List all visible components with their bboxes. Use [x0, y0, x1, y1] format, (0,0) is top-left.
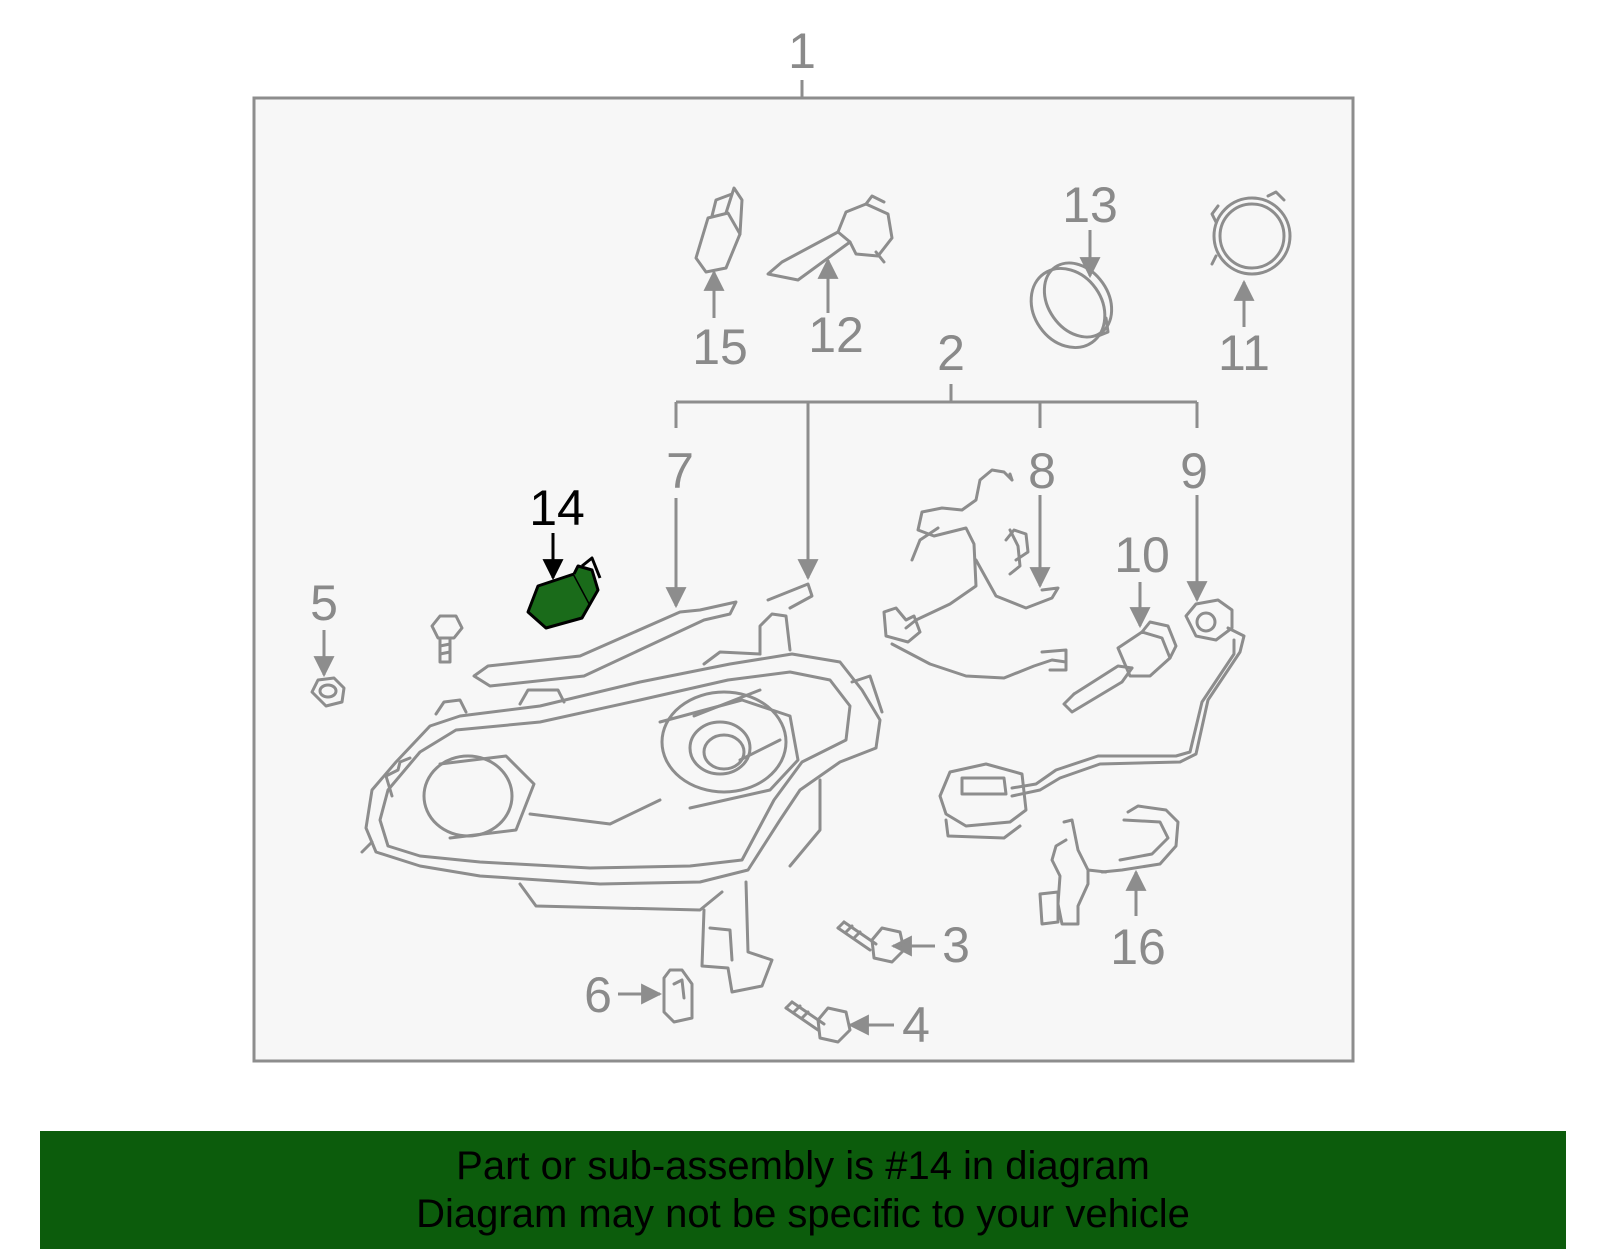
- callout-3: 3: [942, 917, 970, 973]
- callout-13: 13: [1062, 177, 1118, 233]
- cap-11-icon: [1210, 190, 1292, 276]
- callout-6: 6: [584, 967, 612, 1023]
- harness-8-icon: [882, 468, 1068, 680]
- callout-16: 16: [1110, 919, 1166, 975]
- callout-4: 4: [902, 997, 930, 1053]
- nut-5-icon: [310, 676, 346, 708]
- bracket-16-icon: [1038, 804, 1180, 926]
- bolt-3-icon: [836, 920, 906, 964]
- bulb-12-icon: [766, 194, 894, 282]
- callout-8: 8: [1028, 443, 1056, 499]
- callout-7: 7: [666, 443, 694, 499]
- igniter-9-icon: [938, 598, 1246, 840]
- callout-11: 11: [1218, 325, 1270, 381]
- bolt-4-icon: [784, 1000, 852, 1044]
- callout-5: 5: [310, 575, 338, 631]
- callout-2: 2: [937, 325, 965, 381]
- callout-10: 10: [1114, 527, 1170, 583]
- callout-1: 1: [788, 23, 816, 79]
- leader-2-bracket: [674, 384, 1199, 581]
- info-banner: Part or sub-assembly is #14 in diagram D…: [40, 1131, 1566, 1249]
- callout-9: 9: [1180, 443, 1208, 499]
- banner-line-1: Part or sub-assembly is #14 in diagram: [456, 1144, 1150, 1188]
- banner-line-2: Diagram may not be specific to your vehi…: [416, 1192, 1190, 1236]
- bracket-7-icon: [472, 600, 738, 688]
- headlamp-assembly-icon: [360, 582, 884, 994]
- hid-bulb-10-icon: [1062, 620, 1178, 714]
- bolt-icon: [430, 614, 464, 664]
- ring-13-icon: [1029, 261, 1114, 350]
- callout-12: 12: [808, 307, 864, 363]
- bulb-15-icon: [694, 186, 744, 274]
- callout-14: 14: [529, 480, 585, 536]
- bulb-14-highlighted-icon: [526, 556, 602, 630]
- clip-6-icon: [662, 968, 694, 1024]
- assembly-frame: [252, 96, 1355, 1063]
- callout-15: 15: [692, 319, 748, 375]
